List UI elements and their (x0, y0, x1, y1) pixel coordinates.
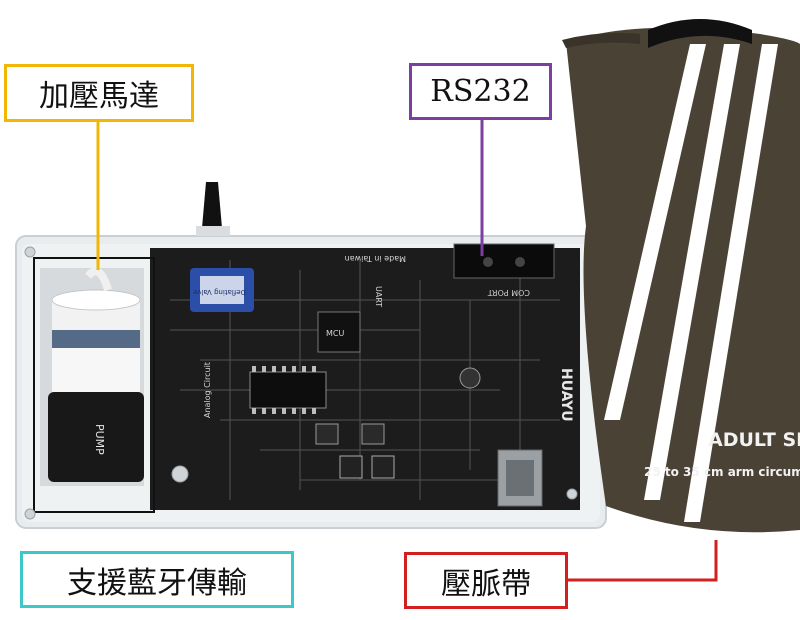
cuff-label-text: 壓脈帶 (441, 566, 531, 602)
cuff-label: 壓脈帶 (404, 552, 568, 609)
rs232-label: RS232 (409, 63, 552, 120)
com-port-connector (453, 243, 555, 279)
cuff-size-text: ADULT SIZE (708, 429, 800, 451)
mcu-text: MCU (326, 329, 344, 338)
bluetooth-label: 支援藍牙傳輸 (20, 551, 294, 608)
ic-chip (249, 371, 327, 409)
pump-label: 加壓馬達 (4, 64, 194, 122)
mcu-chip (317, 311, 361, 353)
pump-label-text: 加壓馬達 (39, 79, 159, 114)
uart-text: UART (374, 286, 383, 307)
cuff-leader-line (568, 540, 718, 582)
bp-cuff (562, 19, 800, 533)
made-in-text: Made in Taiwan (345, 254, 406, 263)
air-tube-connector (202, 182, 222, 228)
pump-highlight-box (33, 257, 155, 513)
cuff-range-text: 25 to 35 cm arm circum (644, 465, 800, 479)
com-port-text: COM PORT (488, 288, 530, 297)
deflating-valve (190, 268, 254, 312)
rs232-label-text: RS232 (430, 74, 531, 109)
pump-assembly: PUMP (40, 267, 144, 486)
circuit-text: Analog Circuit (203, 362, 212, 418)
valve-text: Deflating Valve (193, 288, 246, 296)
bluetooth-label-text: 支援藍牙傳輸 (67, 565, 247, 601)
pump-text: PUMP (93, 424, 106, 455)
brand-text: HUAYU (558, 368, 574, 422)
